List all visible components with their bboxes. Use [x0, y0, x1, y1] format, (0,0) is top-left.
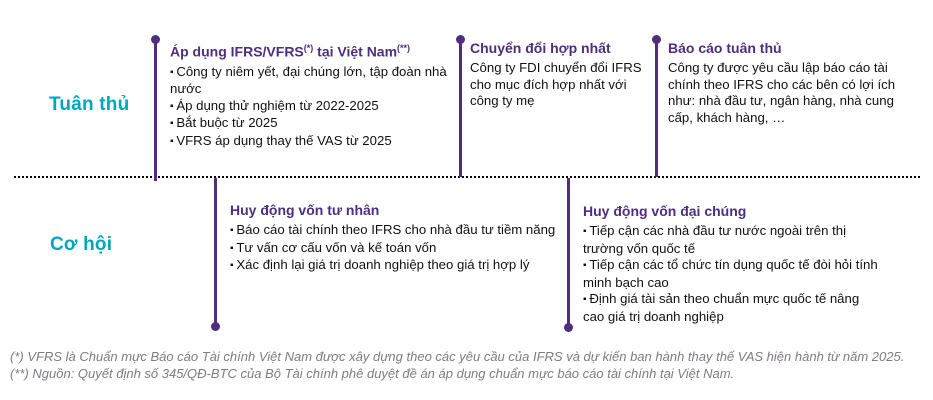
connector-line [154, 40, 157, 181]
card-public-capital: Huy động vốn đại chúng Tiếp cận các nhà … [583, 203, 881, 325]
footnote-line: (*) VFRS là Chuẩn mực Báo cáo Tài chính … [10, 349, 905, 364]
bullet-item: Tiếp cận các nhà đầu tư nước ngoài trên … [583, 223, 881, 257]
row-label-compliance: Tuân thủ [49, 94, 130, 115]
card-title: Áp dụng IFRS/VFRS(*) tại Việt Nam(**) [170, 43, 411, 60]
bullet-list: Công ty niêm yết, đại chúng lớn, tập đoà… [170, 64, 448, 151]
card-title: Huy động vốn tư nhân [230, 202, 380, 218]
card-title: Báo cáo tuân thủ [668, 40, 782, 56]
card-body: Công ty FDI chuyển đổi IFRS cho mục đích… [470, 60, 642, 108]
card-consolidation-conversion: Chuyển đổi hợp nhất Công ty FDI chuyển đ… [470, 40, 648, 110]
footnote-marker: (**) [397, 43, 411, 53]
card-private-capital: Huy động vốn tư nhân Báo cáo tài chính t… [230, 202, 558, 275]
bullet-item: Báo cáo tài chính theo IFRS cho nhà đầu … [230, 222, 558, 240]
bullet-item: Tiếp cận các tổ chức tín dụng quốc tế đò… [583, 257, 881, 291]
dotted-divider-line [14, 176, 920, 178]
connector-dot [456, 35, 465, 44]
bullet-item: Áp dụng thử nghiệm từ 2022-2025 [170, 98, 448, 116]
connector-dot [151, 35, 160, 44]
connector-line [567, 178, 570, 325]
connector-dot [211, 322, 220, 331]
connector-line [214, 178, 217, 325]
bullet-item: VFRS áp dụng thay thế VAS từ 2025 [170, 133, 448, 151]
bullet-item: Xác định lại giá trị doanh nghiệp theo g… [230, 257, 558, 275]
connector-dot [564, 323, 573, 332]
bullet-item: Công ty niêm yết, đại chúng lớn, tập đoà… [170, 64, 448, 98]
row-label-opportunity: Cơ hội [50, 234, 113, 255]
bullet-list: Báo cáo tài chính theo IFRS cho nhà đầu … [230, 222, 558, 275]
footnotes: (*) VFRS là Chuẩn mực Báo cáo Tài chính … [10, 349, 930, 382]
bullet-list: Tiếp cận các nhà đầu tư nước ngoài trên … [583, 223, 881, 325]
bullet-item: Tư vấn cơ cấu vốn và kế toán vốn [230, 240, 558, 258]
footnote-line: (**) Nguồn: Quyết định số 345/QĐ-BTC của… [10, 365, 735, 381]
card-title: Huy động vốn đại chúng [583, 203, 747, 219]
card-ifrs-vfrs-adoption: Áp dụng IFRS/VFRS(*) tại Việt Nam(**) Cô… [170, 40, 448, 150]
card-body: Công ty được yêu cầu lập báo cáo tài chí… [668, 60, 896, 125]
connector-line [459, 40, 462, 177]
connector-line [655, 40, 658, 177]
card-title: Chuyển đổi hợp nhất [470, 40, 611, 56]
footnote-marker: (*) [303, 43, 314, 53]
card-compliance-reporting: Báo cáo tuân thủ Công ty được yêu cầu lậ… [668, 40, 911, 126]
bullet-item: Bắt buộc từ 2025 [170, 115, 448, 133]
connector-dot [652, 35, 661, 44]
bullet-item: Định giá tài sản theo chuẩn mực quốc tế … [583, 291, 881, 325]
